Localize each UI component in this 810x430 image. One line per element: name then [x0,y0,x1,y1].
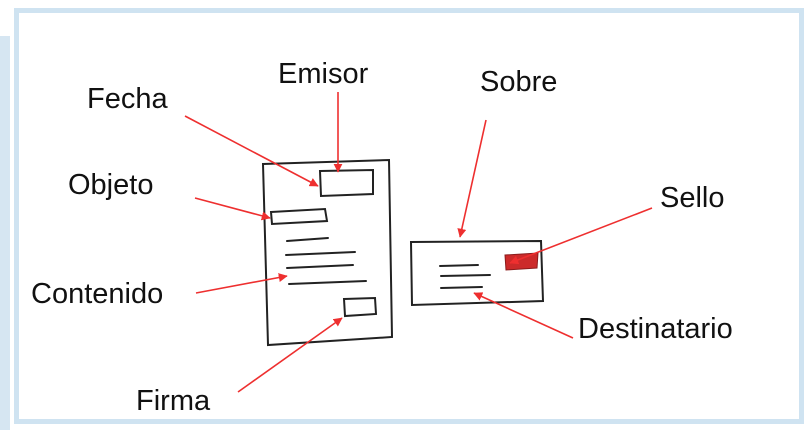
diagram-frame [14,8,804,424]
letter-sketch [261,158,394,347]
label-contenido: Contenido [31,278,164,310]
envelope-sketch [409,239,545,307]
emisor-box [318,168,374,198]
address-line [440,274,491,277]
arrow-firma [237,317,343,393]
letter-outline [261,158,394,347]
label-destinatario: Destinatario [578,313,733,345]
arrow-destinatario [473,292,574,339]
arrow-objeto [194,197,271,221]
content-line [285,251,356,256]
arrow-sello [509,207,653,265]
objeto-box [269,207,329,226]
stamp [504,252,539,271]
firma-box [342,296,378,318]
label-objeto: Objeto [68,169,154,201]
envelope-outline [409,239,545,307]
address-line [440,286,483,289]
address-line [439,264,479,267]
label-emisor: Emisor [278,58,369,90]
content-line [286,237,329,242]
left-border-strip [0,36,10,430]
content-line [288,280,367,285]
arrows [184,92,653,393]
arrow-fecha [184,115,319,187]
content-line [286,264,354,269]
label-sello: Sello [660,182,725,214]
label-firma: Firma [136,385,211,417]
label-fecha: Fecha [87,83,168,115]
arrow-sobre [457,119,487,238]
arrow-contenido [195,273,288,294]
label-sobre: Sobre [480,66,558,98]
